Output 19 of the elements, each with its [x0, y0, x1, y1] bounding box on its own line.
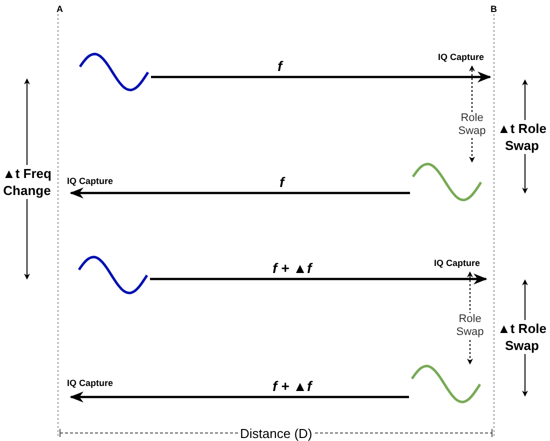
sine-wave-icon [410, 364, 482, 404]
sine-wave-icon [78, 52, 150, 92]
arrow [150, 273, 488, 285]
capture-label: IQ Capture [67, 378, 119, 390]
arrow [151, 71, 492, 83]
sine-wave-icon [411, 162, 483, 202]
axis-label: B [490, 4, 497, 14]
edge-label: f [280, 176, 284, 189]
capture-label: IQ Capture [438, 52, 490, 64]
dimension-label: Distance (D) [239, 426, 314, 440]
edge-label: f [278, 60, 282, 73]
edge-label: f + ▲f [272, 262, 312, 275]
arrow [70, 187, 410, 199]
sine-wave-icon [77, 255, 149, 295]
capture-label: IQ Capture [434, 258, 486, 270]
axis-label: A [56, 4, 63, 14]
capture-label: IQ Capture [67, 176, 119, 188]
arrow [70, 391, 409, 403]
edge-label: f + ▲f [272, 380, 312, 393]
